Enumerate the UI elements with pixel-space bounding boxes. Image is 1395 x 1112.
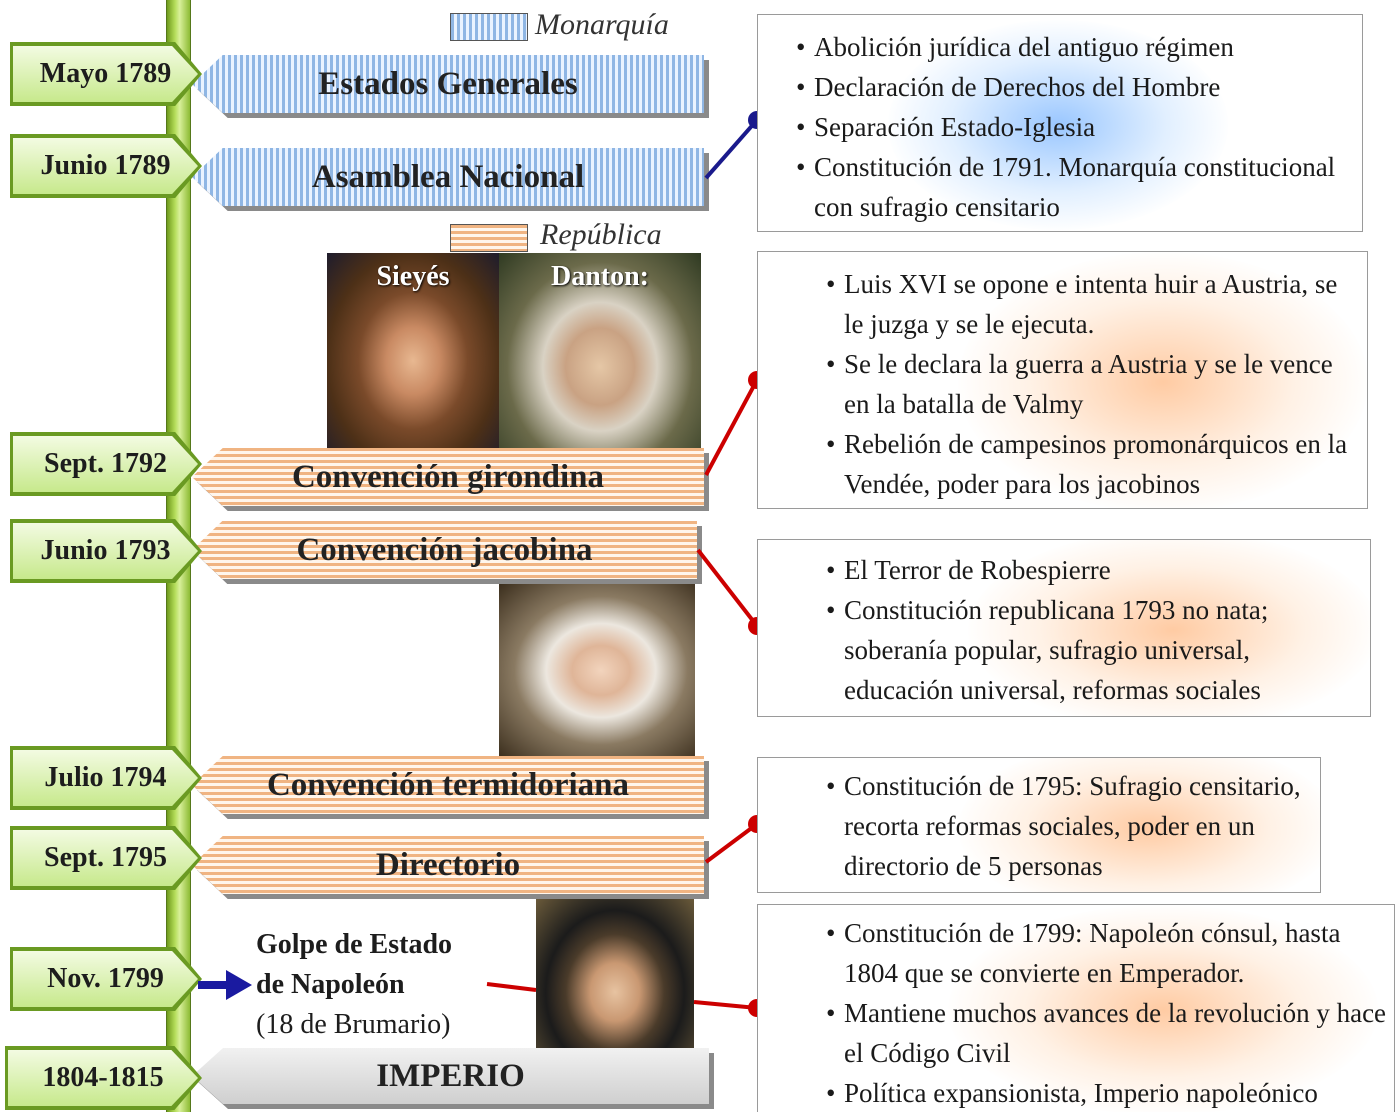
banner-directorio-label: Directorio	[375, 846, 521, 883]
banner-convencion-jacobina-label: Convención jacobina	[296, 531, 593, 568]
coup-text: Golpe de Estado de Napoleón (18 de Bruma…	[256, 925, 452, 1045]
portrait-danton: Danton:	[499, 253, 701, 449]
info-list-jacobina: El Terror de Robespierre Constitución re…	[818, 550, 1360, 710]
banner-estados-generales-label: Estados Generales	[318, 65, 578, 102]
portrait-napoleon	[536, 899, 694, 1049]
info-item: Luis XVI se opone e intenta huir a Austr…	[818, 264, 1357, 344]
banner-asamblea-nacional: Asamblea Nacional	[192, 148, 704, 206]
info-box-asamblea: Abolición jurídica del antiguo régimen D…	[757, 14, 1363, 232]
info-item: Rebelión de campesinos promonárquicos en…	[818, 424, 1357, 504]
info-item: Se le declara la guerra a Austria y se l…	[818, 344, 1357, 424]
connector-girondina	[704, 379, 759, 476]
banner-asamblea-nacional-label: Asamblea Nacional	[311, 158, 585, 195]
info-list-asamblea: Abolición jurídica del antiguo régimen D…	[788, 27, 1352, 227]
banner-convencion-termidoriana-label: Convención termidoriana	[266, 766, 630, 803]
connector-jacobina	[696, 548, 759, 628]
legend-swatch-republica	[450, 224, 528, 252]
coup-line-1: Golpe de Estado	[256, 929, 453, 960]
info-item: Declaración de Derechos del Hombre	[788, 67, 1352, 107]
date-junio-1789: Junio 1789	[13, 138, 198, 194]
date-nov-1799: Nov. 1799	[13, 951, 198, 1007]
legend-swatch-monarquia	[450, 13, 528, 41]
banner-convencion-jacobina: Convención jacobina	[192, 521, 697, 579]
info-box-directorio: Constitución de 1795: Sufragio censitari…	[757, 757, 1321, 893]
coup-line-3: (18 de Brumario)	[256, 1009, 451, 1040]
portrait-sieyes: Sieyés	[327, 253, 499, 449]
banner-convencion-termidoriana: Convención termidoriana	[192, 756, 704, 814]
date-sept-1795: Sept. 1795	[13, 830, 198, 886]
coup-line-2: de Napoleón	[256, 969, 405, 1000]
info-item: Mantiene muchos avances de la revolución…	[818, 993, 1390, 1073]
banner-imperio-label: IMPERIO	[376, 1057, 525, 1094]
banner-imperio: IMPERIO	[192, 1048, 709, 1104]
info-list-directorio: Constitución de 1795: Sufragio censitari…	[818, 766, 1310, 886]
arrow-right-icon	[226, 970, 252, 1000]
info-list-napoleon: Constitución de 1799: Napoleón cónsul, h…	[818, 913, 1390, 1112]
connector-napoleon	[693, 1000, 758, 1010]
portrait-robespierre	[499, 583, 695, 758]
info-box-jacobina: El Terror de Robespierre Constitución re…	[757, 539, 1371, 717]
banner-directorio: Directorio	[192, 836, 704, 894]
info-item: Abolición jurídica del antiguo régimen	[788, 27, 1352, 67]
banner-estados-generales: Estados Generales	[192, 55, 704, 113]
date-junio-1793: Junio 1793	[13, 523, 198, 579]
legend-label-republica: República	[540, 218, 662, 251]
date-mayo-1789: Mayo 1789	[13, 46, 198, 102]
info-list-girondina: Luis XVI se opone e intenta huir a Austr…	[818, 264, 1357, 504]
banner-convencion-girondina-label: Convención girondina	[291, 458, 605, 495]
info-item: Constitución de 1791. Monarquía constitu…	[788, 147, 1352, 227]
connector-directorio	[704, 822, 759, 864]
date-julio-1794: Julio 1794	[13, 750, 198, 806]
info-item: Constitución de 1795: Sufragio censitari…	[818, 766, 1310, 886]
portrait-danton-label: Danton:	[550, 261, 649, 292]
banner-convencion-girondina: Convención girondina	[192, 448, 704, 506]
info-item: Constitución de 1799: Napoleón cónsul, h…	[818, 913, 1390, 993]
legend-label-monarquia: Monarquía	[535, 8, 669, 41]
info-item: Constitución republicana 1793 no nata; s…	[818, 590, 1360, 710]
info-box-girondina: Luis XVI se opone e intenta huir a Austr…	[757, 251, 1368, 509]
connector-coup-left	[486, 982, 537, 992]
date-1804-1815: 1804-1815	[8, 1050, 198, 1106]
info-item: Separación Estado-Iglesia	[788, 107, 1352, 147]
info-item: El Terror de Robespierre	[818, 550, 1360, 590]
portrait-sieyes-label: Sieyés	[376, 261, 450, 292]
date-sept-1792: Sept. 1792	[13, 436, 198, 492]
info-item: Política expansionista, Imperio napoleón…	[818, 1073, 1390, 1112]
info-box-napoleon: Constitución de 1799: Napoleón cónsul, h…	[757, 904, 1395, 1112]
connector-asamblea	[704, 118, 759, 180]
